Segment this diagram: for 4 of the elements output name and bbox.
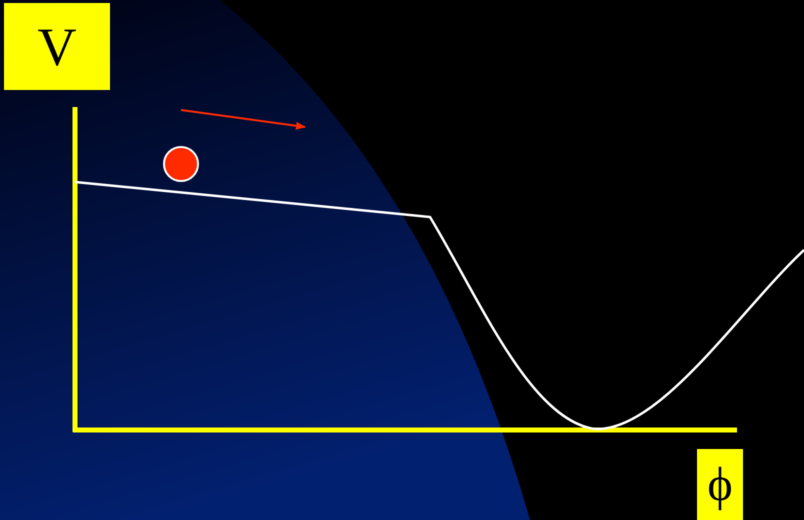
axis-label-box (697, 449, 743, 520)
axis-label: V (38, 20, 76, 74)
axis-label-box (4, 3, 110, 90)
axis-label: ϕ (707, 460, 733, 508)
